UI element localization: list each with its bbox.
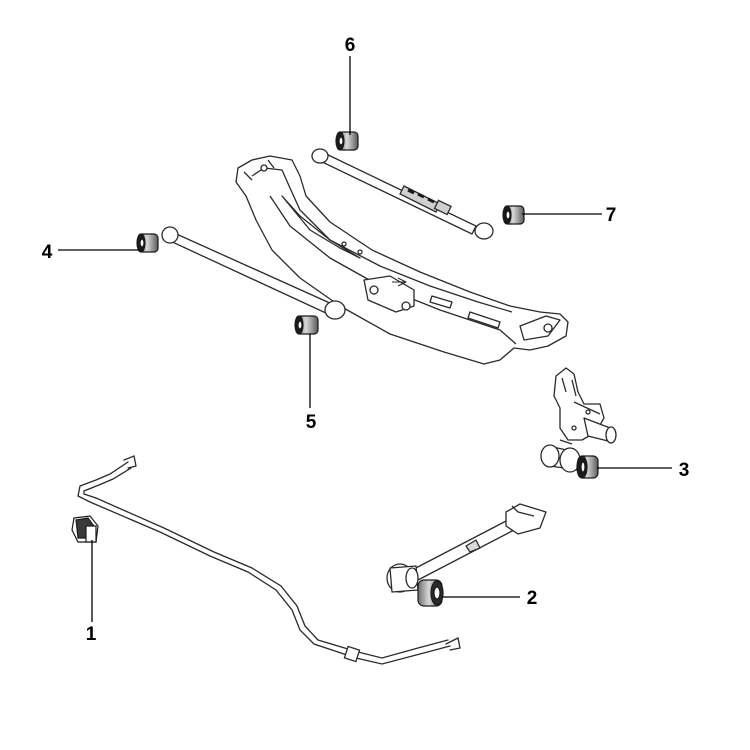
callout-3: 3 <box>679 460 690 481</box>
callout-2: 2 <box>527 588 538 609</box>
lower-lateral-link <box>161 226 346 320</box>
bushing-5 <box>294 315 319 335</box>
stabilizer-bar <box>77 455 461 665</box>
bushing-3 <box>576 455 599 479</box>
bushing-6 <box>335 131 359 151</box>
callout-labels: 1 2 3 4 5 6 7 <box>42 35 690 645</box>
bushing-7 <box>502 205 525 225</box>
upper-lateral-link <box>311 148 494 240</box>
callout-4: 4 <box>42 242 53 263</box>
bushing-2 <box>417 579 444 607</box>
callout-5: 5 <box>306 412 317 433</box>
trailing-arm <box>386 503 547 593</box>
callout-6: 6 <box>345 35 356 56</box>
bushing-4 <box>136 233 159 253</box>
stabilizer-bar-bushing <box>71 515 99 543</box>
leader-lines <box>58 56 672 622</box>
callout-7: 7 <box>606 205 617 226</box>
rear-knuckle <box>540 367 617 473</box>
rear-crossmember <box>235 155 569 365</box>
callout-1: 1 <box>86 624 97 645</box>
